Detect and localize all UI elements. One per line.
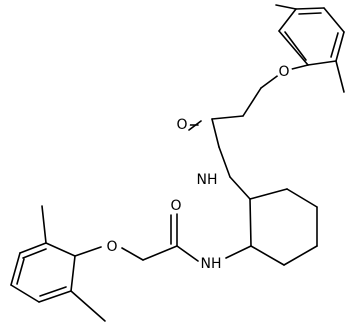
bond bbox=[19, 242, 47, 254]
bond bbox=[284, 31, 307, 61]
bond bbox=[335, 31, 345, 62]
bond bbox=[298, 12, 322, 15]
atom-label-o-ether-top: O bbox=[278, 64, 289, 80]
bond bbox=[39, 286, 67, 297]
bond bbox=[249, 198, 252, 247]
bond bbox=[286, 188, 318, 208]
bond bbox=[142, 245, 178, 261]
atom-label-o-carbonyl-bottom: O bbox=[170, 198, 181, 214]
atom-label-nh-top: NH bbox=[197, 172, 218, 188]
bond bbox=[211, 118, 220, 148]
atom-label-o-ether-bottom: O bbox=[106, 239, 117, 255]
bond bbox=[295, 7, 325, 10]
bond bbox=[283, 245, 318, 266]
bond bbox=[70, 290, 106, 322]
bond bbox=[70, 255, 76, 292]
bonds bbox=[10, 4, 345, 322]
bond bbox=[250, 245, 285, 266]
bond bbox=[323, 7, 345, 33]
bond bbox=[38, 290, 72, 303]
amide-nitrogen-bottom: NH bbox=[199, 255, 223, 272]
bond bbox=[22, 248, 47, 259]
bond bbox=[176, 245, 199, 262]
bond bbox=[242, 87, 262, 117]
bond bbox=[229, 176, 251, 200]
bond bbox=[225, 245, 252, 259]
bond bbox=[278, 30, 309, 66]
bond bbox=[10, 252, 21, 286]
bond bbox=[335, 60, 345, 93]
bond bbox=[307, 60, 337, 66]
bond bbox=[16, 258, 25, 285]
atom-label-o-carbonyl-top: O bbox=[176, 117, 187, 133]
bond bbox=[10, 284, 40, 303]
bond bbox=[74, 246, 102, 257]
ether-oxygen-top: O bbox=[276, 63, 292, 80]
bond bbox=[278, 8, 297, 32]
atom-label-nh-bottom: NH bbox=[201, 256, 222, 272]
bond bbox=[121, 247, 144, 261]
carbonyl-oxygen-bottom: O bbox=[168, 197, 184, 214]
bond bbox=[275, 4, 297, 10]
carbonyl-oxygen-top: O bbox=[174, 116, 190, 133]
atom-labels: O O NH O NH O bbox=[104, 63, 292, 272]
ether-oxygen-bottom: O bbox=[104, 238, 120, 255]
bond bbox=[330, 32, 339, 58]
amide-nitrogen-top: NH bbox=[195, 171, 219, 188]
bond bbox=[249, 188, 288, 200]
bond bbox=[211, 115, 244, 120]
bond bbox=[45, 242, 76, 257]
bond bbox=[218, 146, 231, 178]
bond bbox=[41, 205, 47, 244]
